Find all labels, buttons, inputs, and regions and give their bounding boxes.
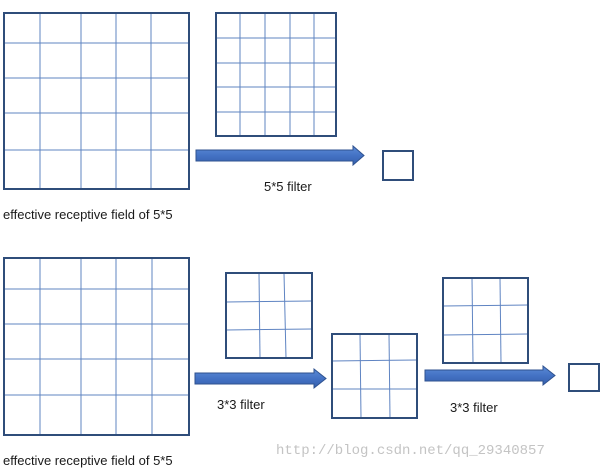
bottom-filter-arrow-second xyxy=(424,364,556,387)
bottom-filter-grid-3x3-second xyxy=(442,277,529,364)
bottom-filter-label-first: 3*3 filter xyxy=(217,397,265,412)
top-filter-grid-5x5 xyxy=(215,12,337,137)
top-filter-label: 5*5 filter xyxy=(264,179,312,194)
bottom-filter-grid-3x3-first xyxy=(225,272,313,359)
top-filter-arrow xyxy=(195,144,365,167)
top-output-cell xyxy=(382,150,414,181)
bottom-intermediate-grid-3x3 xyxy=(331,333,418,419)
bottom-filter-arrow-first xyxy=(194,367,327,390)
bottom-filter-label-second: 3*3 filter xyxy=(450,400,498,415)
top-receptive-field-caption: effective receptive field of 5*5 xyxy=(3,207,173,222)
bottom-output-cell xyxy=(568,363,600,392)
bottom-receptive-field-caption: effective receptive field of 5*5 xyxy=(3,453,173,468)
watermark-text: http://blog.csdn.net/qq_29340857 xyxy=(276,443,545,459)
bottom-input-grid-5x5 xyxy=(3,257,190,436)
top-input-grid-5x5 xyxy=(3,12,190,190)
